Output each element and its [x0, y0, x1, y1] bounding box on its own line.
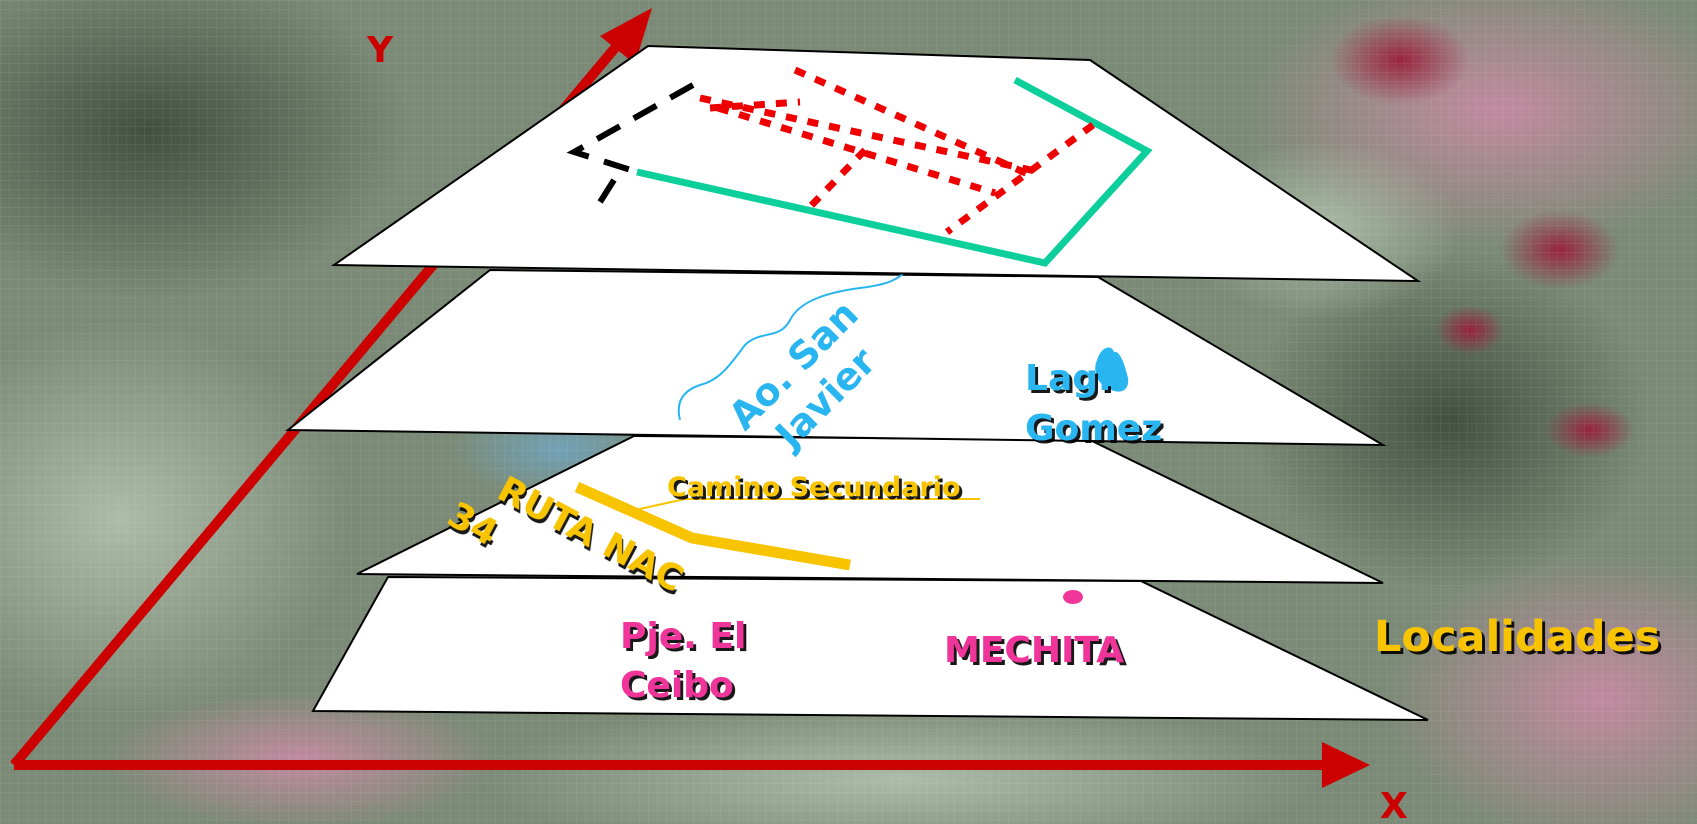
red-dotted-line-4: [716, 104, 997, 197]
y-axis-label: Y: [366, 30, 394, 71]
mechita-point-marker: [1063, 590, 1083, 604]
secondary-road-line: [625, 498, 686, 513]
layer-hydrography: Ao. San Javier Lag. Gomez: [285, 259, 1387, 459]
lagoon-label-line1: Lag.: [1025, 358, 1112, 399]
x-axis-label: X: [1380, 786, 1408, 824]
y-axis-arrowhead: [600, 8, 652, 64]
x-axis-arrowhead: [1322, 742, 1370, 788]
red-dotted-line-2: [709, 98, 801, 112]
red-dotted-lines: [699, 66, 1096, 235]
lagoon-gomez-shape: [1095, 347, 1129, 392]
layer-localities-plane: [311, 575, 1429, 721]
locality-mechita: MECHITA: [944, 630, 1124, 671]
red-dotted-line-1: [699, 94, 1041, 176]
national-route-34-line: [574, 481, 851, 571]
layer-localities: Pje. El Ceibo MECHITA Localidades: [311, 575, 1660, 721]
layer-roads: Camino Secundario RUTA NAC 34: [356, 434, 1384, 600]
boundary-green-line: [636, 76, 1153, 267]
layer-boundaries: [330, 44, 1422, 283]
red-dotted-line-6: [944, 122, 1096, 235]
layer-boundaries-plane: [330, 44, 1422, 283]
lagoon-label-line2: Gomez: [1025, 408, 1162, 449]
locality-pje-el-ceibo-line2: Ceibo: [620, 665, 734, 706]
red-dotted-line-5: [804, 147, 868, 213]
black-dashed-line: [566, 82, 695, 212]
layer-hydrography-plane: [285, 268, 1387, 447]
stream-san-javier-line: [677, 259, 913, 421]
locality-pje-el-ceibo-line1: Pje. El: [620, 616, 746, 657]
secondary-road-label: Camino Secundario: [667, 472, 960, 503]
localities-layer-title: Localidades: [1374, 612, 1660, 662]
